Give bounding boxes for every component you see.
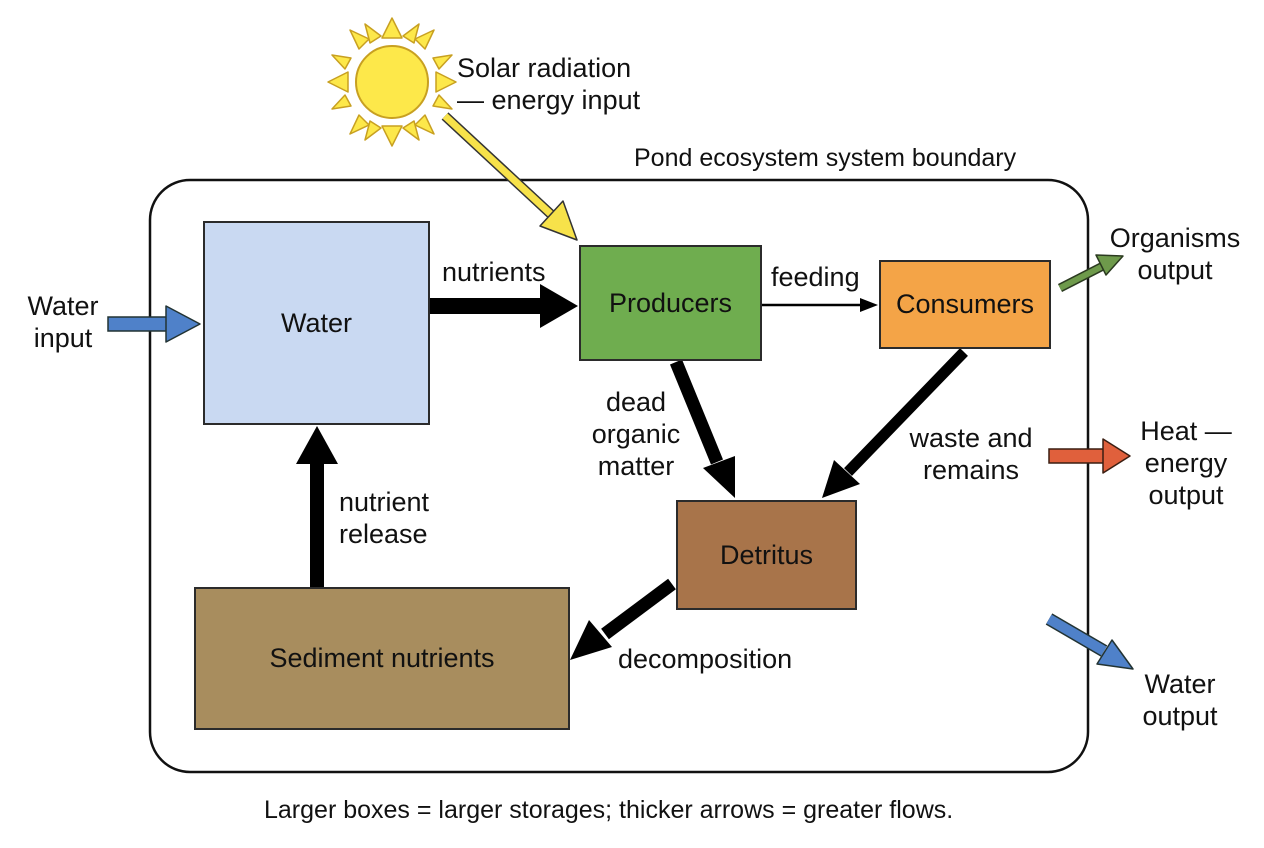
nutrient-release-label-line: release bbox=[339, 519, 428, 549]
solar-input-label-line: — energy input bbox=[457, 85, 641, 115]
waste-and-remains-flow-arrow bbox=[822, 348, 968, 498]
heat-output-label-line: energy bbox=[1144, 448, 1228, 478]
water-output-label-line: output bbox=[1142, 701, 1218, 731]
dead-organic-matter-label-line: organic bbox=[591, 419, 681, 449]
water-input-label-line: Water bbox=[27, 291, 99, 321]
nutrients-flow-label: nutrients bbox=[442, 257, 546, 287]
nutrient-release-flow-label: nutrient release bbox=[339, 486, 429, 550]
feeding-flow-label: feeding bbox=[771, 262, 860, 292]
heat-output-arrow bbox=[1048, 438, 1131, 474]
decomposition-flow-arrow bbox=[570, 578, 676, 660]
legend-caption: Larger boxes = larger storages; thicker … bbox=[264, 796, 954, 824]
solar-input-arrow bbox=[441, 112, 578, 241]
water-output-label: Water output bbox=[1130, 668, 1230, 732]
consumers-store-box: Consumers bbox=[879, 260, 1051, 349]
detritus-store-box: Detritus bbox=[676, 500, 857, 610]
feeding-flow-arrow bbox=[762, 298, 878, 312]
dead-organic-matter-flow-arrow bbox=[669, 359, 735, 498]
heat-output-label-line: Heat — bbox=[1140, 416, 1232, 446]
organisms-output-label-line: output bbox=[1137, 255, 1213, 285]
water-input-label-line: input bbox=[33, 323, 93, 353]
solar-input-label-line: Solar radiation bbox=[457, 53, 632, 83]
system-boundary bbox=[148, 178, 1090, 774]
sediment-store-box: Sediment nutrients bbox=[194, 587, 570, 730]
organisms-output-label: Organisms output bbox=[1100, 222, 1250, 286]
dead-organic-matter-label-line: matter bbox=[597, 451, 675, 481]
waste-and-remains-label-line: remains bbox=[922, 455, 1020, 485]
water-output-label-line: Water bbox=[1144, 669, 1216, 699]
dead-organic-matter-label-line: dead bbox=[605, 387, 667, 417]
organisms-output-arrow bbox=[1057, 254, 1124, 293]
waste-and-remains-label-line: waste and bbox=[909, 423, 1033, 453]
water-store-box: Water bbox=[203, 221, 430, 425]
nutrient-release-label-line: nutrient bbox=[339, 487, 430, 517]
water-input-label: Water input bbox=[22, 290, 104, 354]
nutrients-flow-arrow bbox=[430, 284, 578, 328]
water-output-arrow bbox=[1045, 613, 1134, 670]
heat-output-label-line: output bbox=[1148, 480, 1224, 510]
producers-store-box: Producers bbox=[579, 245, 762, 361]
water-input-arrow bbox=[107, 305, 201, 343]
organisms-output-label-line: Organisms bbox=[1109, 223, 1241, 253]
waste-and-remains-flow-label: waste and remains bbox=[898, 422, 1044, 486]
dead-organic-matter-flow-label: dead organic matter bbox=[581, 386, 691, 482]
sun-icon bbox=[327, 17, 457, 147]
solar-input-label: Solar radiation — energy input bbox=[457, 52, 640, 116]
boundary-label: Pond ecosystem system boundary bbox=[634, 144, 1017, 172]
decomposition-flow-label: decomposition bbox=[618, 644, 793, 674]
nutrient-release-flow-arrow bbox=[296, 426, 338, 587]
heat-output-label: Heat — energy output bbox=[1128, 415, 1244, 511]
